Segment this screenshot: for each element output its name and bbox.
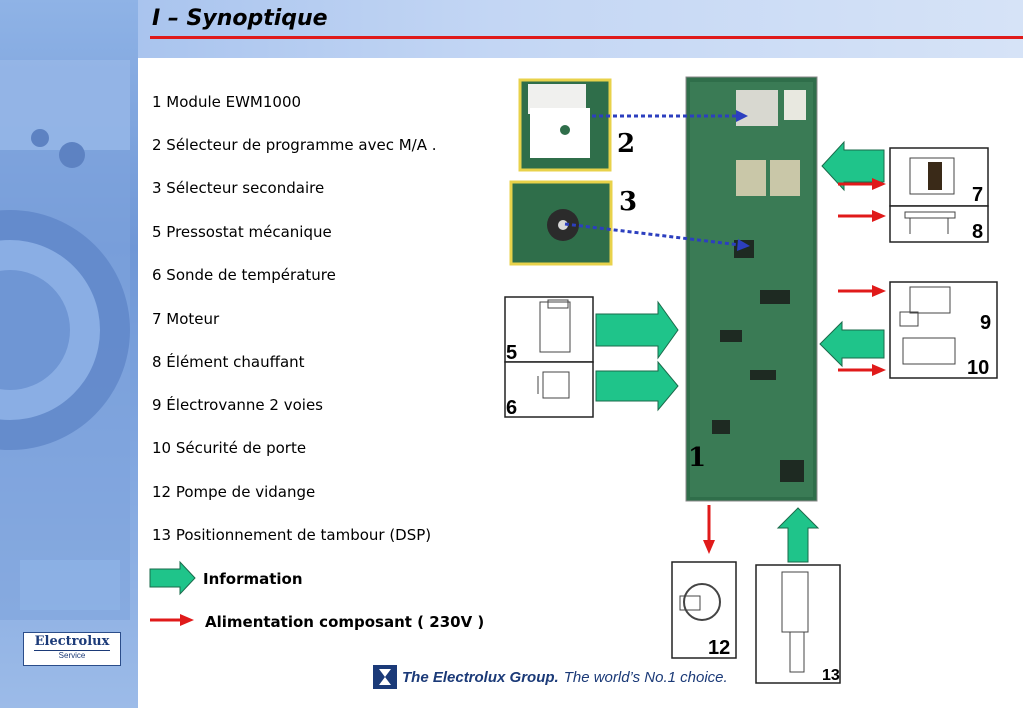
key-information-label: Information: [203, 570, 303, 588]
label-temp-probe: 6: [506, 397, 517, 419]
key-power-label: Alimentation composant ( 230V ): [205, 613, 485, 631]
power-arrow-valve: [838, 285, 886, 297]
power-arrow-key: [150, 614, 194, 626]
drain-pump-box: [671, 561, 737, 659]
pcb-module: [685, 76, 818, 502]
legend-item-1: 1 Module EWM1000: [152, 93, 302, 111]
info-arrow-drum-position: [776, 507, 820, 563]
power-arrow-heater: [838, 210, 886, 222]
legend-item-6: 6 Sonde de température: [152, 266, 336, 284]
link-program-selector: [592, 110, 748, 122]
legend-item-12: 12 Pompe de vidange: [152, 483, 316, 501]
program-selector-photo: [518, 78, 612, 172]
info-arrow-door-lock: [819, 320, 885, 368]
label-module: 1: [688, 443, 706, 473]
page-title: I – Synoptique: [152, 6, 328, 31]
secondary-selector-photo: [509, 180, 613, 266]
heater-box: [889, 205, 989, 243]
info-arrow-temp-probe: [595, 360, 679, 412]
legend-item-13: 13 Positionnement de tambour (DSP): [152, 526, 432, 544]
label-drain-pump: 12: [708, 637, 730, 659]
label-pressure-switch: 5: [506, 342, 517, 364]
footer-slogan: The world’s No.1 choice.: [563, 668, 728, 686]
logo-sub: Service: [34, 650, 110, 661]
info-arrow-pressure-switch: [595, 300, 679, 360]
electrolux-mark-icon: [373, 665, 397, 689]
valve-door-lock-box: [889, 281, 998, 379]
label-door-lock: 10: [967, 357, 989, 379]
legend-item-10: 10 Sécurité de porte: [152, 439, 307, 457]
legend-item-5: 5 Pressostat mécanique: [152, 223, 332, 241]
label-drum-position: 13: [822, 667, 840, 684]
label-valve: 9: [980, 312, 991, 334]
label-selector-program: 2: [617, 129, 635, 159]
electrolux-service-logo: Electrolux Service: [23, 632, 121, 666]
power-arrow-motor: [838, 178, 886, 190]
label-heater: 8: [972, 221, 983, 243]
info-arrow-key: [149, 560, 196, 596]
legend-item-3: 3 Sélecteur secondaire: [152, 179, 325, 197]
drum-position-box: [755, 564, 841, 684]
link-secondary-selector: [564, 222, 750, 251]
temp-probe-box: [504, 361, 594, 418]
motor-box: [889, 147, 989, 207]
pressure-switch-box: [504, 296, 594, 363]
label-motor: 7: [972, 184, 983, 206]
legend-item-2: 2 Sélecteur de programme avec M/A .: [152, 136, 437, 154]
title-underline: [150, 36, 1023, 39]
footer-tagline: The Electrolux Group. The world’s No.1 c…: [373, 664, 728, 690]
legend-item-7: 7 Moteur: [152, 310, 220, 328]
footer-group-name: The Electrolux Group.: [402, 668, 559, 686]
power-arrow-door-lock: [838, 364, 886, 376]
washing-machine-illustration: [0, 60, 130, 620]
label-selector-secondary: 3: [619, 187, 637, 217]
power-arrow-drain-pump: [703, 505, 715, 554]
header-bar: [138, 0, 1023, 58]
legend-item-8: 8 Élément chauffant: [152, 353, 305, 371]
logo-name: Electrolux: [34, 634, 110, 649]
legend-item-9: 9 Électrovanne 2 voies: [152, 396, 323, 414]
side-panel: [0, 0, 138, 708]
